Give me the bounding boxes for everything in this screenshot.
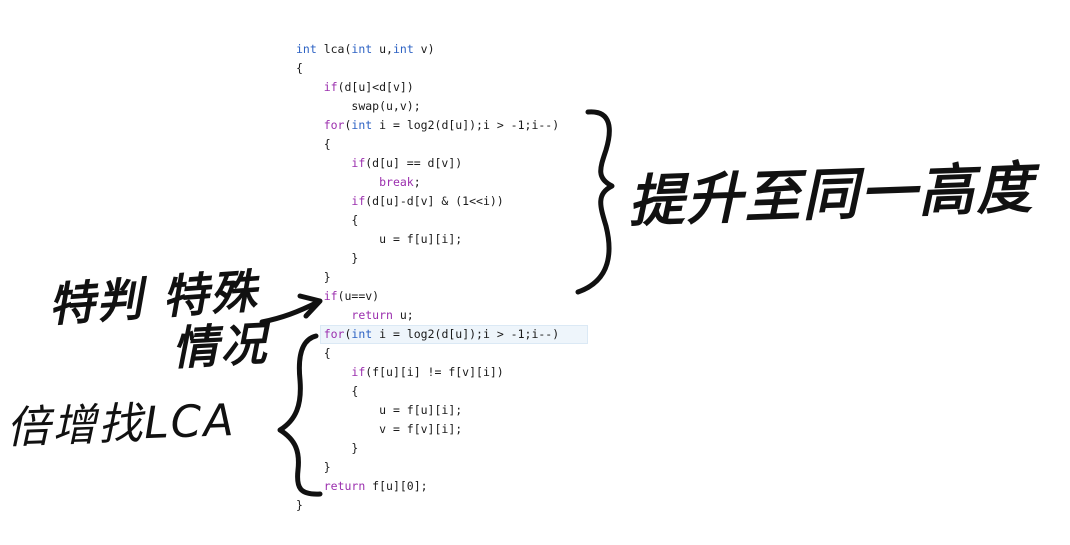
code-line: if(d[u]-d[v] & (1<<i)) [296,192,559,211]
code-line: } [296,249,559,268]
code-token: { [296,61,303,75]
code-token: return [323,479,366,493]
code-token: } [323,460,331,474]
code-token: int [351,42,373,56]
curly-brace-right [575,109,615,295]
code-token: if [351,365,366,379]
code-token: } [351,251,359,265]
code-token: ( [344,118,352,132]
code-line: u = f[u][i]; [296,230,559,249]
code-line: } [296,439,559,458]
code-token: int [392,42,414,56]
arrow-to-if-check [259,299,321,325]
code-token: (d[u] == d[v]) [365,156,463,170]
code-token: if [323,80,338,94]
code-line: u = f[u][i]; [296,401,559,420]
code-token: v = f[v][i]; [379,422,463,436]
code-token: swap(u,v); [351,99,421,113]
code-line: { [296,59,559,78]
code-token: u; [392,308,414,322]
code-token: i = log2(d[u]);i > -1;i--) [372,118,560,132]
code-line: if(d[u]<d[v]) [296,78,559,97]
code-token: { [351,213,359,227]
code-token: u = f[u][i]; [379,403,463,417]
arrow-head [297,293,323,319]
code-token: int [296,42,317,56]
code-token: v) [413,42,435,56]
code-token: i = log2(d[u]);i > -1;i--) [372,327,560,341]
code-line: int lca(int u,int v) [296,40,559,59]
code-line: { [296,344,559,363]
code-token: int [351,327,373,341]
code-token: lca( [316,42,352,56]
code-token: { [351,384,359,398]
code-token: (u==v) [337,289,380,303]
code-line: if(d[u] == d[v]) [296,154,559,173]
code-token: if [323,289,338,303]
code-line: { [296,211,559,230]
code-token: int [351,118,373,132]
code-line: } [296,458,559,477]
code-line: return u; [296,306,559,325]
code-token: ; [413,175,421,189]
code-token: { [323,137,331,151]
code-token: f[u][0]; [365,479,428,493]
code-token: for [323,118,345,132]
code-token: { [323,346,331,360]
code-line: for(int i = log2(d[u]);i > -1;i--) [296,116,559,135]
code-token: u, [372,42,393,56]
code-token: break [379,175,414,189]
code-line: break; [296,173,559,192]
code-token: return [351,308,393,322]
code-token: (f[u][i] != f[v][i]) [365,365,504,379]
code-line: if(f[u][i] != f[v][i]) [296,363,559,382]
code-line: { [296,135,559,154]
code-token: (d[u]-d[v] & (1<<i)) [365,194,504,208]
curly-brace-left [277,333,323,497]
code-token: if [351,156,366,170]
code-token: } [323,270,331,284]
code-token: ( [344,327,352,341]
code-line: } [296,496,559,515]
code-line: for(int i = log2(d[u]);i > -1;i--) [296,325,589,344]
code-token: (d[u]<d[v]) [337,80,414,94]
code-line: if(u==v) [296,287,559,306]
code-line: { [296,382,559,401]
code-token: u = f[u][i]; [379,232,463,246]
code-line: v = f[v][i]; [296,420,559,439]
code-block: int lca(int u,int v){ if(d[u]<d[v]) swap… [296,40,589,515]
code-token: for [323,327,345,341]
code-line: } [296,268,559,287]
code-token: } [296,498,303,512]
code-line: swap(u,v); [296,97,559,116]
code-line: return f[u][0]; [296,477,559,496]
code-token: if [351,194,366,208]
code-token: } [351,441,359,455]
